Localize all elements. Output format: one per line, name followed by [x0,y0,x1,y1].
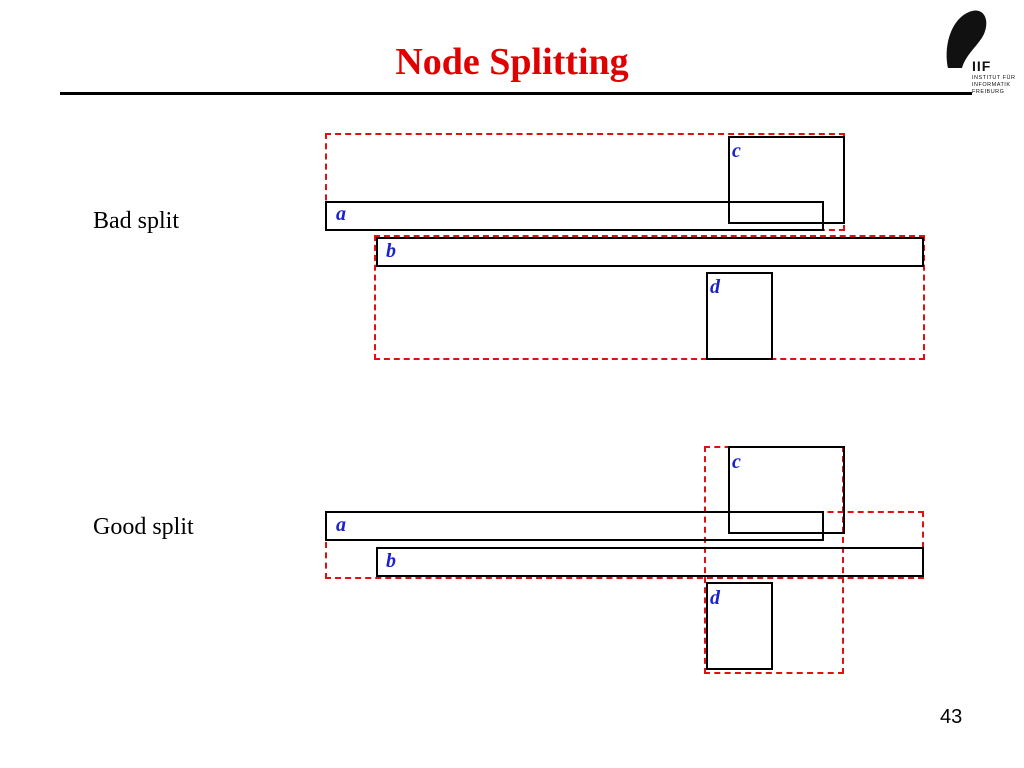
logo-mark-icon [946,10,987,68]
logo-text-line-3: FREIBURG [972,89,1005,95]
bad-split-rect-a [325,201,824,231]
bad-split-rect-a-label: a [336,203,346,225]
good-split-rect-d-label: d [710,587,720,609]
good-split-rect-b-label: b [386,550,396,572]
good-split-label: Good split [93,514,194,540]
good-split-rect-b [376,547,924,577]
bad-split-rect-c-label: c [732,140,741,162]
good-split-rect-a [325,511,824,541]
bad-split-rect-d [706,272,773,360]
bad-split-label: Bad split [93,208,180,234]
slide-title: Node Splitting [395,41,629,83]
logo-abbreviation: IIF [972,58,992,74]
university-logo: IIF INSTITUT FÜR INFORMATIK FREIBURG [938,8,1018,95]
bad-split-mbr-bd [374,235,925,360]
logo-text-line-2: INFORMATIK [972,82,1011,88]
good-split-rect-c [728,446,845,534]
good-split-rect-d [706,582,773,670]
good-split-rect-c-label: c [732,451,741,473]
page-number: 43 [940,706,963,728]
title-rule [60,92,972,95]
logo-text-line-1: INSTITUT FÜR [972,75,1016,81]
bad-split-rect-b [376,237,924,267]
bad-split-rect-d-label: d [710,276,720,298]
bad-split-rect-b-label: b [386,240,396,262]
good-split-rect-a-label: a [336,514,346,536]
bad-split-rect-c [728,136,845,224]
